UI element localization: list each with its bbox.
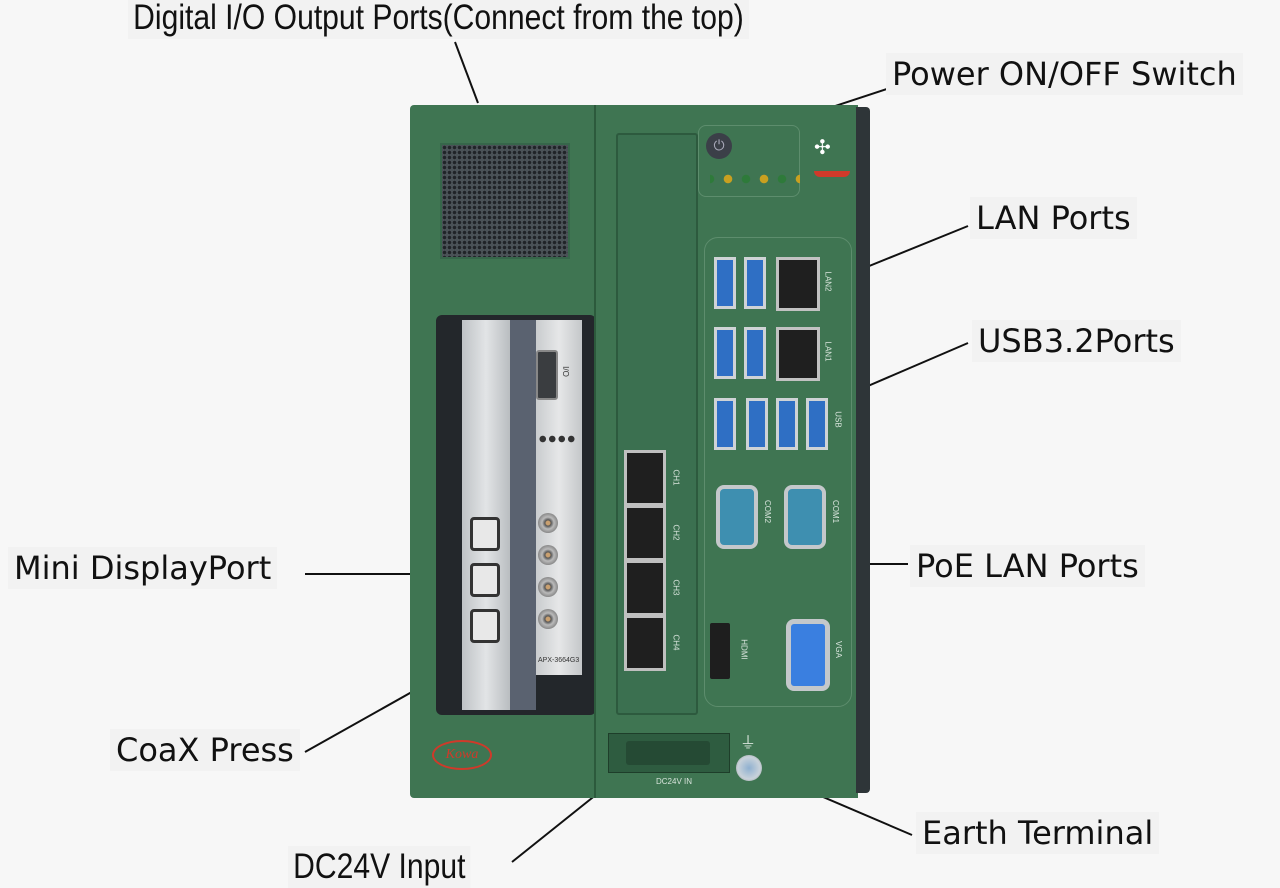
usb-8[interactable] — [714, 257, 736, 309]
brand-mark-red-bar — [814, 171, 850, 177]
io-connector[interactable] — [536, 350, 558, 400]
callout-poe-lan: PoE LAN Ports — [910, 545, 1145, 587]
mini-dp-card-bracket — [462, 320, 510, 710]
power-terminal-block — [626, 741, 710, 765]
card-gap — [510, 320, 536, 710]
com2-port[interactable] — [716, 485, 758, 549]
card-model-label: APX-3664G3 — [538, 657, 580, 664]
poe-ch1[interactable] — [624, 450, 666, 506]
status-panel — [698, 125, 800, 197]
io-status-leds — [538, 435, 576, 443]
poe-ch3-label: CH3 — [671, 579, 681, 596]
io-panel — [704, 237, 852, 707]
usb-label: USB — [833, 411, 843, 428]
callout-coax-press: CoaX Press — [110, 729, 300, 771]
usb-2[interactable] — [776, 398, 798, 450]
vga-port[interactable] — [786, 619, 830, 691]
poe-ch2-label: CH2 — [671, 524, 681, 541]
com2-label: COM2 — [763, 499, 773, 524]
poe-ch2[interactable] — [624, 505, 666, 561]
usb-3[interactable] — [746, 398, 768, 450]
lan1-port[interactable] — [776, 327, 820, 381]
callout-lan-ports: LAN Ports — [970, 197, 1137, 239]
mini-dp-port-1[interactable] — [470, 609, 500, 643]
usb-5[interactable] — [744, 327, 766, 379]
callout-power-switch: Power ON/OFF Switch — [886, 53, 1243, 95]
fan-grille — [440, 143, 570, 259]
hdmi-port[interactable] — [710, 623, 730, 679]
usb-6[interactable] — [714, 327, 736, 379]
callout-earth-terminal: Earth Terminal — [916, 812, 1160, 854]
coax-in-4[interactable] — [538, 609, 558, 629]
callout-usb-ports: USB3.2Ports — [972, 320, 1181, 362]
leader-digital-io — [454, 41, 479, 104]
lan2-label: LAN2 — [823, 271, 833, 292]
poe-ch4[interactable] — [624, 615, 666, 671]
callout-mini-displayport: Mini DisplayPort — [8, 547, 278, 589]
poe-ch3[interactable] — [624, 560, 666, 616]
coax-in-1[interactable] — [538, 513, 558, 533]
coax-in-2[interactable] — [538, 545, 558, 565]
com1-label: COM1 — [831, 499, 841, 524]
poe-ch1-label: CH1 — [671, 469, 681, 486]
brand-mark: ✣ — [814, 135, 831, 159]
usb-7[interactable] — [744, 257, 766, 309]
callout-dc24v-input: DC24V Input — [288, 846, 471, 888]
vga-label: VGA — [833, 641, 843, 658]
poe-ch4-label: CH4 — [671, 634, 681, 651]
com1-port[interactable] — [784, 485, 826, 549]
lan2-port[interactable] — [776, 257, 820, 311]
dc24v-label: DC24V IN — [656, 777, 693, 786]
earth-screw[interactable] — [736, 755, 762, 781]
io-label: I/O — [560, 366, 570, 377]
callout-digital-io: Digital I/O Output Ports(Connect from th… — [128, 0, 749, 39]
status-leds — [710, 173, 800, 185]
lan1-label: LAN1 — [823, 341, 833, 362]
industrial-pc: I/O APX-3664G3 Kowa CH1 CH2 CH3 CH4 ⏻ ✣ … — [410, 105, 870, 798]
earth-symbol: ⏚ — [740, 733, 757, 752]
usb-1[interactable] — [806, 398, 828, 450]
mini-dp-port-2[interactable] — [470, 563, 500, 597]
coax-in-3[interactable] — [538, 577, 558, 597]
power-button[interactable]: ⏻ — [706, 133, 732, 159]
kowa-logo: Kowa — [432, 740, 492, 770]
mini-dp-port-3[interactable] — [470, 517, 500, 551]
hdmi-label: HDMI — [739, 639, 749, 660]
usb-4[interactable] — [714, 398, 736, 450]
chassis-side-edge — [856, 107, 870, 793]
